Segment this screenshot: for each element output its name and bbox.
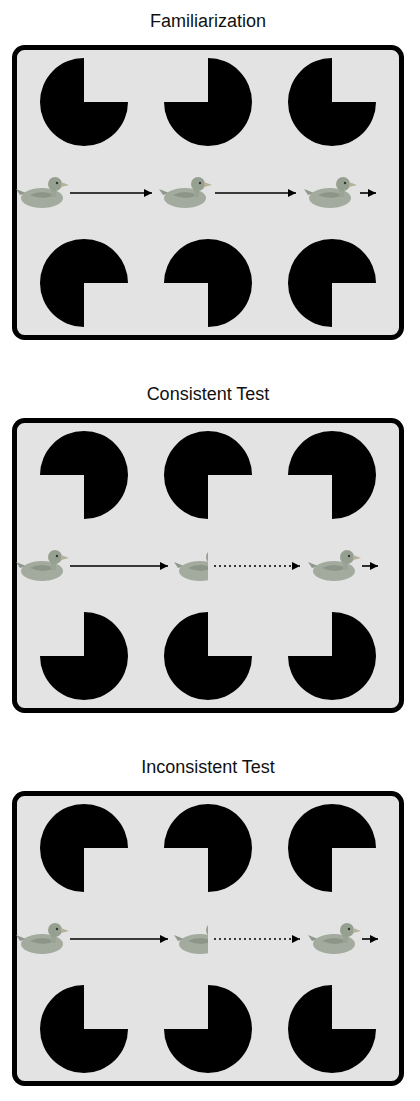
motion-arrow [70,565,168,567]
inducer [40,58,128,146]
duck [308,550,361,581]
duck [174,550,208,581]
inducer [288,58,376,146]
panel: Inconsistent Test [12,791,404,1086]
inducer [164,431,252,519]
inducer [40,804,128,892]
panel-frame [15,794,402,1084]
panel-frame [15,421,402,711]
duck [159,177,212,208]
panel-heading: Consistent Test [2,384,414,405]
duck [174,923,208,954]
panel-illustration [15,421,402,711]
panel-illustration [15,794,402,1084]
motion-arrow [70,938,168,940]
inducer [288,612,376,700]
duck [304,177,357,208]
hidden-motion-arrow [214,938,300,940]
inducer [288,431,376,519]
inducer [288,239,376,327]
inducer [164,239,252,327]
inducer [40,239,128,327]
inducer [164,58,252,146]
inducer [288,804,376,892]
inducer [40,612,128,700]
panel-frame [15,48,402,338]
inducer [164,804,252,892]
inducer [40,431,128,519]
panel-illustration [15,48,402,338]
panel-heading: Familiarization [2,11,414,32]
panel: Consistent Test [12,418,404,713]
panel-heading: Inconsistent Test [2,757,414,778]
motion-arrow [360,192,376,194]
motion-arrow [362,938,378,940]
inducer [164,612,252,700]
inducer [288,985,376,1073]
motion-arrow [215,192,296,194]
duck [308,923,361,954]
duck [16,550,69,581]
panel: Familiarization [12,45,404,340]
duck [16,177,69,208]
motion-arrow [362,565,378,567]
hidden-motion-arrow [214,565,300,567]
inducer [40,985,128,1073]
inducer [164,985,252,1073]
motion-arrow [70,192,152,194]
duck [16,923,69,954]
